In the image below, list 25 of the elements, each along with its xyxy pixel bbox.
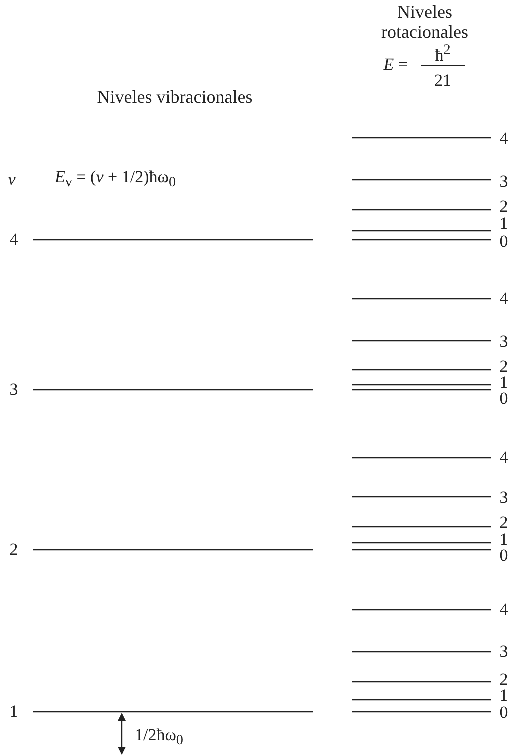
formula-numerator: ħ$^{2}$	[435, 41, 451, 66]
level-number: 4	[500, 600, 508, 620]
level-number: 3	[500, 642, 508, 662]
heading: Niveles vibracionales	[97, 87, 253, 107]
level-number: 3	[500, 332, 508, 352]
level-number: 1	[500, 214, 508, 234]
level-number: 4	[500, 289, 508, 309]
level-number: 2	[500, 197, 508, 217]
level-number: 3	[10, 380, 18, 400]
formula: E =	[384, 55, 408, 75]
level-number: 0	[500, 703, 508, 723]
heading: Niveles rotacionales	[380, 2, 470, 42]
formula-denominator: 21	[434, 71, 452, 91]
level-number: 4	[500, 129, 508, 149]
level-number: 3	[500, 488, 508, 508]
level-number: 0	[500, 232, 508, 252]
level-number: 1	[10, 702, 18, 722]
spacing-label: 1/2ħω$_{0}$	[135, 725, 184, 751]
formula: E$_{v}$ = (v + 1/2)ħω$_{0}$	[55, 167, 176, 193]
level-number: 3	[500, 172, 508, 192]
level-number: 4	[10, 230, 18, 250]
level-number: 4	[500, 448, 508, 468]
axis-label: v	[8, 170, 16, 190]
level-number: 2	[10, 540, 18, 560]
level-number: 2	[500, 513, 508, 533]
